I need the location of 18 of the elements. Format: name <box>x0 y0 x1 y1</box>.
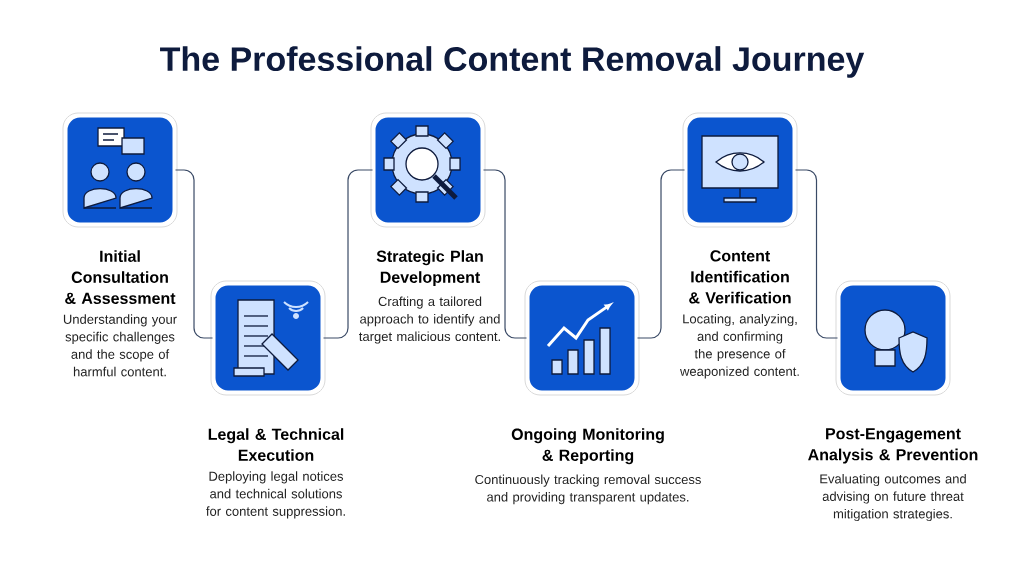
title: The Professional Content Removal Journey <box>160 46 865 78</box>
step-description: Deploying legal notices and technical solutions for content suppression. <box>206 471 345 519</box>
step-heading: Ongoing Monitoring & Reporting <box>511 428 664 465</box>
step-description: Locating, analyzing, and confirming the presence of weaponized content. <box>680 313 799 379</box>
connector <box>794 169 839 339</box>
connector <box>174 169 214 339</box>
connector <box>322 169 374 339</box>
step-description: Understanding your specific challenges and the scope of harmful content. <box>63 314 177 377</box>
step-heading: Strategic Plan Development <box>376 250 483 287</box>
step-description: Evaluating outcomes and advising on future threat mitigation strategies. <box>820 473 966 522</box>
step-description: Crafting a tailored approach to identify and target malicious content. <box>359 296 500 344</box>
step-heading: Content Identification & Verification <box>689 250 791 304</box>
step-heading: Legal & Technical Execution <box>208 428 344 461</box>
connector <box>482 169 528 339</box>
step-description: Continuously tracking removal success and providing transparent updates. <box>475 474 701 505</box>
connector <box>636 169 686 339</box>
step-heading: Initial Consultation & Assessment <box>65 250 176 304</box>
step-heading: Post-Engagement Analysis & Prevention <box>808 428 978 464</box>
